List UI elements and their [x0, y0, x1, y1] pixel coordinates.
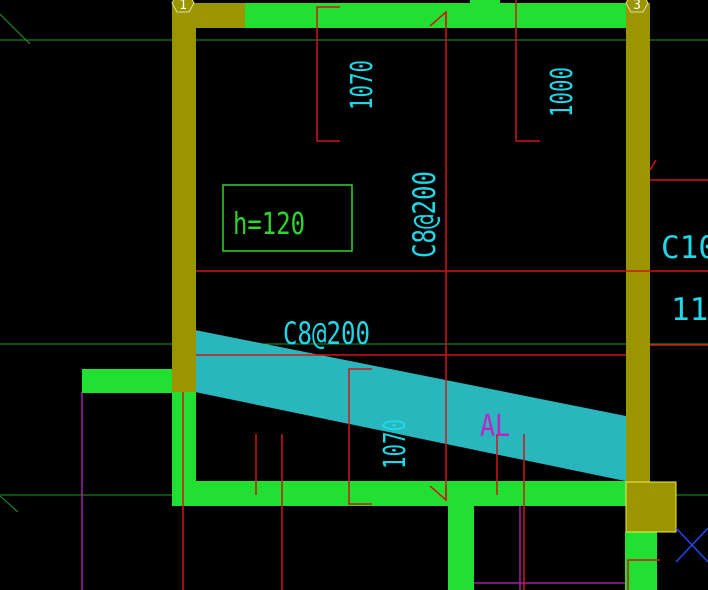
rebar-label-horizontal: C8@200 [283, 316, 370, 352]
beams [82, 0, 657, 590]
ramp-slab [195, 330, 636, 482]
column-bottom-right [625, 481, 677, 533]
dimension-top-right: 1000 [545, 67, 580, 117]
rebar-lines [182, 0, 708, 590]
dimension-bottom: 1070 [378, 419, 413, 469]
beam-bottom-stub [448, 506, 474, 590]
ramp-label: AL [480, 409, 510, 444]
beam-right-lower [625, 532, 649, 590]
axis-label-1: 1 [179, 0, 187, 13]
right-label-value: 115 [671, 292, 708, 328]
beam-right-edge [649, 510, 657, 590]
magenta-lines [81, 392, 628, 590]
rebar-hook-top [429, 10, 447, 27]
rebar-hook-bottom [429, 485, 447, 502]
beam-top-stub [470, 0, 500, 8]
dimension-top-left: 1070 [345, 60, 380, 110]
beam-left-lower [172, 392, 196, 506]
axis-bubble-1: 1 [171, 0, 195, 13]
right-label-rebar: C10@ [661, 230, 708, 266]
wall-right [626, 3, 650, 482]
axis-bubble-3: 3 [625, 0, 649, 13]
blue-cross-mark [675, 527, 708, 563]
wall-left [172, 3, 196, 392]
axis-label-3: 3 [633, 0, 641, 13]
slab-thickness-box [222, 184, 353, 252]
beam-top [245, 3, 630, 28]
columns [172, 3, 650, 482]
rebar-label-vertical: C8@200 [407, 171, 443, 258]
beam-left-stub [82, 369, 172, 393]
beam-bottom [172, 481, 627, 506]
slab-thickness-label: h=120 [233, 207, 305, 242]
dim-bracket-bottom [348, 368, 372, 505]
dim-bracket-top-right [515, 0, 540, 142]
dim-bracket-top-left [316, 6, 340, 142]
